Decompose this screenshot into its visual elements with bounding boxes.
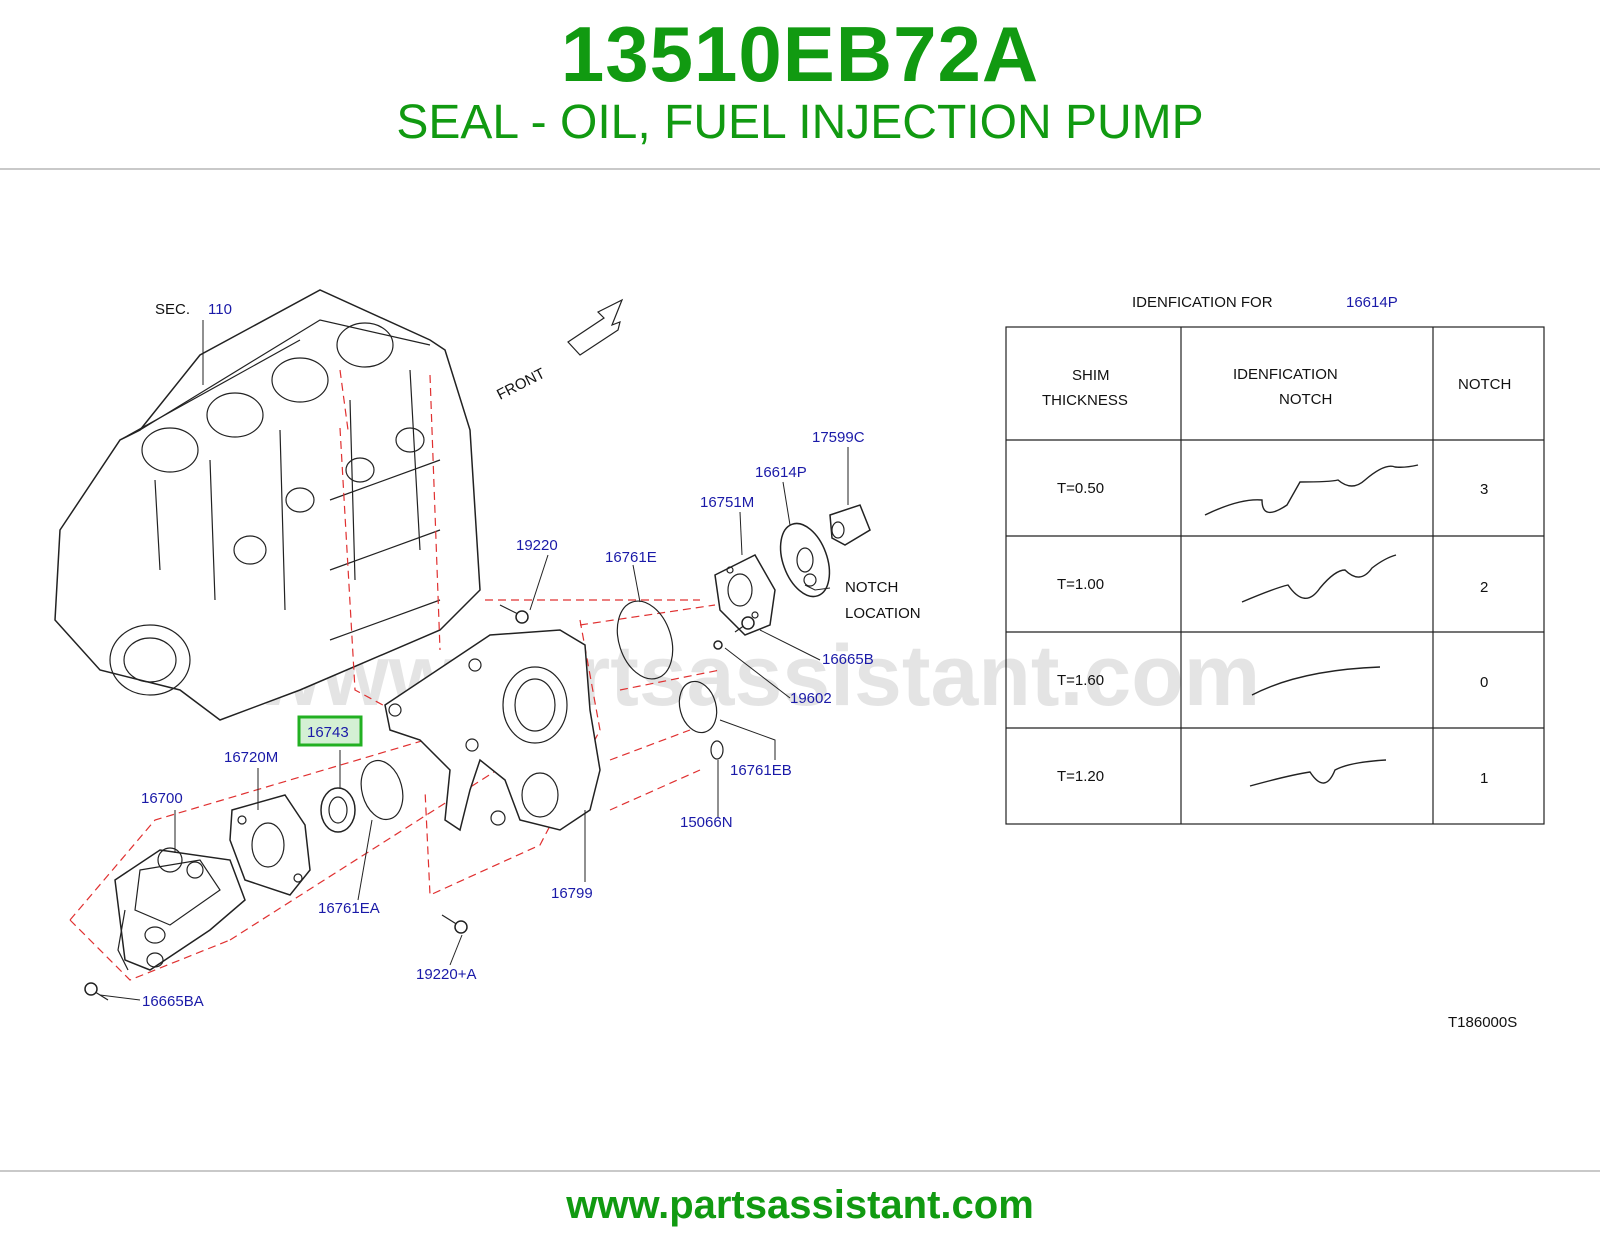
- part-17599C-spacer: [829, 504, 871, 546]
- shim-table-title: IDENFICATION FOR: [1132, 294, 1273, 311]
- highlight-box: [297, 715, 363, 747]
- part-19220-bolt: [499, 604, 529, 624]
- row-0-thickness: T=0.50: [1057, 480, 1104, 497]
- part-16761EA-o-ring: [360, 759, 404, 821]
- row-1-notch: 2: [1480, 579, 1488, 596]
- engine-block-drawing: [54, 289, 481, 721]
- page-header: 13510EB72A SEAL - OIL, FUEL INJECTION PU…: [0, 0, 1600, 168]
- header-shim-line2: THICKNESS: [1042, 392, 1128, 409]
- callout-19602[interactable]: 19602: [790, 690, 832, 707]
- callout-16665BA[interactable]: 16665BA: [142, 993, 204, 1010]
- parts-diagram: www.partsassistant.com FRONT SEC. 110: [54, 289, 1545, 1031]
- front-arrow-icon: [567, 298, 624, 356]
- notch-curve-3: [1204, 464, 1419, 516]
- callout-16665B[interactable]: 16665B: [822, 651, 874, 668]
- row-2-thickness: T=1.60: [1057, 672, 1104, 689]
- part-15066N-o-ring: [710, 740, 724, 760]
- callout-16614P[interactable]: 16614P: [755, 464, 807, 481]
- assembly-dashed-lines: [69, 369, 721, 981]
- callout-19220[interactable]: 19220: [516, 537, 558, 554]
- row-3-thickness: T=1.20: [1057, 768, 1104, 785]
- row-3-notch: 1: [1480, 770, 1488, 787]
- notch-curve-1: [1249, 759, 1387, 787]
- header-divider: [0, 168, 1600, 170]
- front-label: FRONT: [494, 365, 548, 404]
- part-description: SEAL - OIL, FUEL INJECTION PUMP: [396, 96, 1204, 149]
- row-2-notch: 0: [1480, 674, 1488, 691]
- header-notch: NOTCH: [1458, 376, 1511, 393]
- part-16720M-flange: [229, 794, 311, 896]
- footer-url-link[interactable]: www.partsassistant.com: [566, 1183, 1034, 1227]
- notch-curve-2: [1241, 554, 1397, 603]
- part-16614P-shim: [779, 522, 831, 598]
- header-shim-line1: SHIM: [1072, 367, 1110, 384]
- part-16761E-o-ring: [616, 600, 674, 680]
- part-number-title: 13510EB72A: [560, 10, 1040, 98]
- row-0-notch: 3: [1480, 481, 1488, 498]
- part-16743-oil-seal: [320, 787, 356, 833]
- drawing-code: T186000S: [1448, 1014, 1517, 1031]
- callout-16720M[interactable]: 16720M: [224, 749, 278, 766]
- callout-16799[interactable]: 16799: [551, 885, 593, 902]
- part-16700-pump: [114, 847, 246, 971]
- callout-15066N[interactable]: 15066N: [680, 814, 733, 831]
- callout-16761E[interactable]: 16761E: [605, 549, 657, 566]
- footer-divider: [0, 1170, 1600, 1172]
- part-16799-cover: [384, 629, 601, 832]
- notch-location-line1: NOTCH: [845, 579, 898, 596]
- callout-16751M[interactable]: 16751M: [700, 494, 754, 511]
- part-16751M-hub: [714, 554, 776, 636]
- callout-16700[interactable]: 16700: [141, 790, 183, 807]
- shim-table: IDENFICATION FOR 16614P SHIM THICKNESS I…: [1005, 294, 1545, 825]
- header-ident-line2: NOTCH: [1279, 391, 1332, 408]
- callout-16761EA[interactable]: 16761EA: [318, 900, 380, 917]
- shim-table-title-part[interactable]: 16614P: [1346, 294, 1398, 311]
- callout-16743[interactable]: 16743: [307, 724, 349, 741]
- notch-curve-0: [1251, 666, 1381, 696]
- section-number-link[interactable]: 110: [208, 301, 232, 318]
- section-prefix: SEC.: [155, 301, 190, 318]
- part-16665BA-bolt: [84, 982, 109, 1001]
- part-16761EB-o-ring: [678, 680, 718, 734]
- part-19220A-bolt: [441, 914, 468, 934]
- callout-leaders: [99, 447, 849, 1001]
- part-16665B-bolt: [734, 616, 755, 633]
- part-19602-washer: [713, 640, 723, 650]
- callout-16761EB[interactable]: 16761EB: [730, 762, 792, 779]
- callout-17599C[interactable]: 17599C: [812, 429, 865, 446]
- callout-19220A[interactable]: 19220+A: [416, 966, 476, 983]
- header-ident-line1: IDENFICATION: [1233, 366, 1338, 383]
- row-1-thickness: T=1.00: [1057, 576, 1104, 593]
- notch-location-line2: LOCATION: [845, 605, 921, 622]
